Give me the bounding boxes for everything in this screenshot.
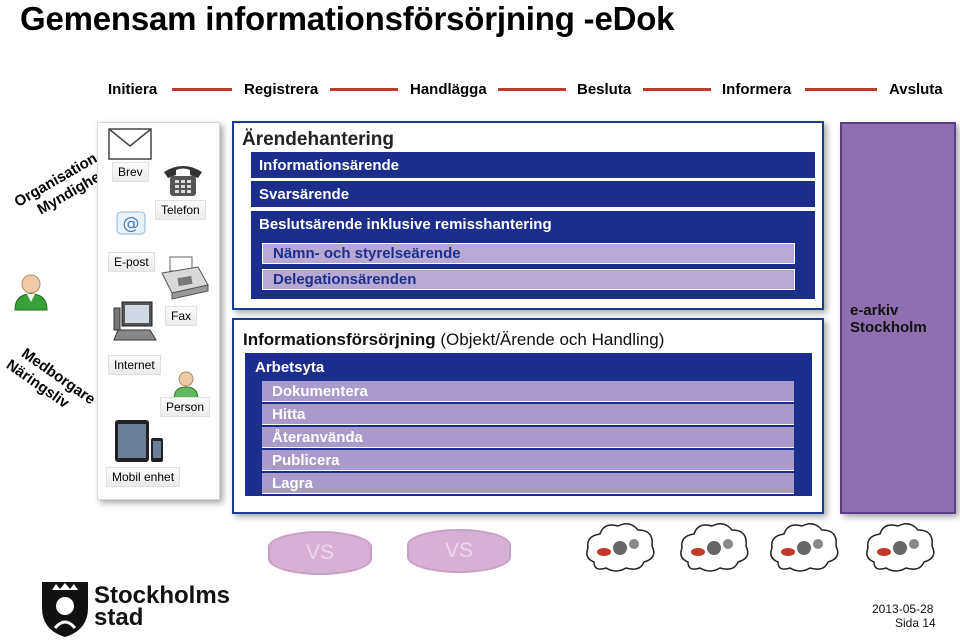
phase-arrow — [498, 88, 566, 91]
phase-informera: Informera — [722, 81, 792, 98]
information-supply-heading: Informationsförsörjning (Objekt/Ärende o… — [243, 330, 665, 349]
telephone-icon — [160, 158, 206, 203]
stockholm-logo-text: Stockholms stad — [94, 582, 231, 631]
at-sign-icon: @ — [116, 208, 146, 243]
case-item-informationsarende: Informationsärende — [251, 152, 815, 178]
page-title: Gemensam informationsförsörjning -eDok — [20, 0, 675, 37]
mobile-device-icon — [113, 418, 167, 469]
svg-text:@: @ — [123, 214, 140, 234]
cloud-services-icon — [766, 518, 842, 576]
channel-telefon-label: Telefon — [155, 200, 206, 220]
computer-icon — [112, 300, 158, 349]
case-handling-heading: Ärendehantering — [242, 129, 395, 150]
channel-brev-label: Brev — [112, 162, 149, 182]
phase-handlagga: Handlägga — [410, 81, 487, 98]
envelope-icon — [108, 128, 152, 165]
system-vs-2: VS — [407, 529, 511, 573]
workspace-item-lagra: Lagra — [262, 473, 794, 494]
phase-avsluta: Avsluta — [889, 81, 943, 98]
stockholm-crest-logo-icon — [40, 580, 90, 643]
channel-internet-label: Internet — [108, 355, 161, 375]
case-item-svarsarende: Svarsärende — [251, 181, 815, 207]
phase-arrow — [172, 88, 232, 91]
workspace-item-dokumentera: Dokumentera — [262, 381, 794, 402]
person-icon — [172, 370, 200, 405]
workspace-item-hitta: Hitta — [262, 404, 794, 425]
footer-page-number: Sida 14 — [895, 616, 936, 630]
case-subitem-delegation: Delegationsärenden — [262, 269, 795, 290]
cloud-services-icon — [862, 518, 938, 576]
phase-arrow — [805, 88, 877, 91]
cloud-services-icon — [676, 518, 752, 576]
actor-label-organisation: Organisation Myndighet — [11, 149, 108, 219]
phase-registrera: Registrera — [244, 81, 319, 98]
workspace-item-publicera: Publicera — [262, 450, 794, 471]
case-subitem-namnd: Nämn- och styrelseärende — [262, 243, 795, 264]
phase-arrow — [330, 88, 398, 91]
fax-machine-icon — [158, 255, 212, 306]
actor-person-icon — [12, 272, 50, 317]
channel-person-label: Person — [160, 397, 211, 417]
channel-fax-label: Fax — [165, 306, 198, 326]
actor-label-medborgare: Medborgare Näringsliv — [3, 345, 99, 412]
phase-besluta: Besluta — [577, 81, 632, 98]
system-vs-1: VS — [268, 531, 372, 575]
workspace-item-ateranvanda: Återanvända — [262, 427, 794, 448]
e-archive-label: e-arkiv Stockholm — [850, 302, 927, 336]
phase-arrow — [643, 88, 711, 91]
channel-epost-label: E-post — [108, 252, 155, 272]
footer-date: 2013-05-28 — [872, 602, 934, 616]
phase-initiera: Initiera — [108, 81, 158, 98]
cloud-services-icon — [582, 518, 658, 576]
channel-mobil-label: Mobil enhet — [106, 467, 181, 487]
e-archive-box — [840, 122, 956, 514]
